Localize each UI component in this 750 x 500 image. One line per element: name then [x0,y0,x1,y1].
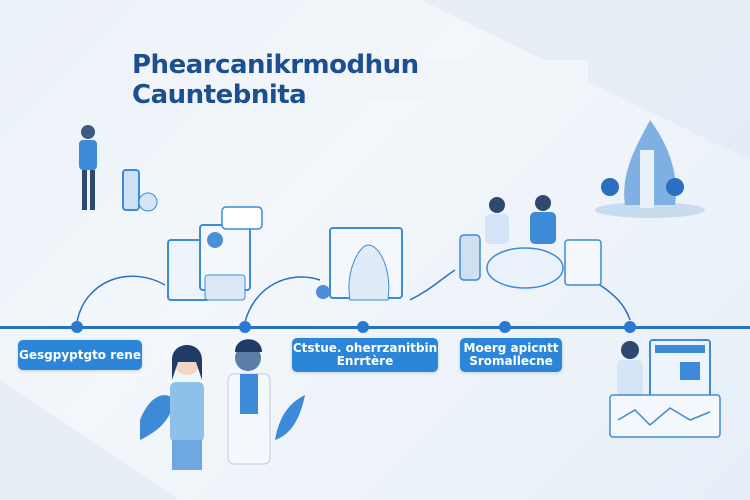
timeline-node[interactable] [499,321,511,333]
page-title: Phearcanikrmodhun Cauntebnita [132,50,419,110]
step-label-text: Enrrtère [336,354,394,368]
timeline-node[interactable] [239,321,251,333]
step-label-1[interactable]: Gesgpyptgto rene [18,340,142,370]
monitor-illustration [609,339,721,438]
worker-illustration [79,125,158,212]
step-label-text: Sromallecne [469,354,553,368]
timeline-node[interactable] [357,321,369,333]
timeline-node[interactable] [71,321,83,333]
document-illustration-2 [316,227,403,301]
document-illustration-1 [167,206,263,301]
step-label-3[interactable]: Moerg apicntt Sromallecne [460,338,562,372]
tower-illustration [595,120,705,218]
team-illustration [459,195,602,289]
title-banner: Phearcanikrmodhun Cauntebnita [132,50,588,110]
step-label-text: Gesgpyptgto rene [19,347,141,362]
timeline-line [0,326,750,329]
step-label-text: Moerg apicntt [463,341,559,355]
step-label-text: Ctstue. oherrzanitbin [292,341,438,355]
step-label-2[interactable]: Ctstue. oherrzanitbin Enrrtère [292,338,438,372]
doctors-illustration [140,339,305,470]
timeline-node[interactable] [624,321,636,333]
connector-arcs [76,269,631,323]
